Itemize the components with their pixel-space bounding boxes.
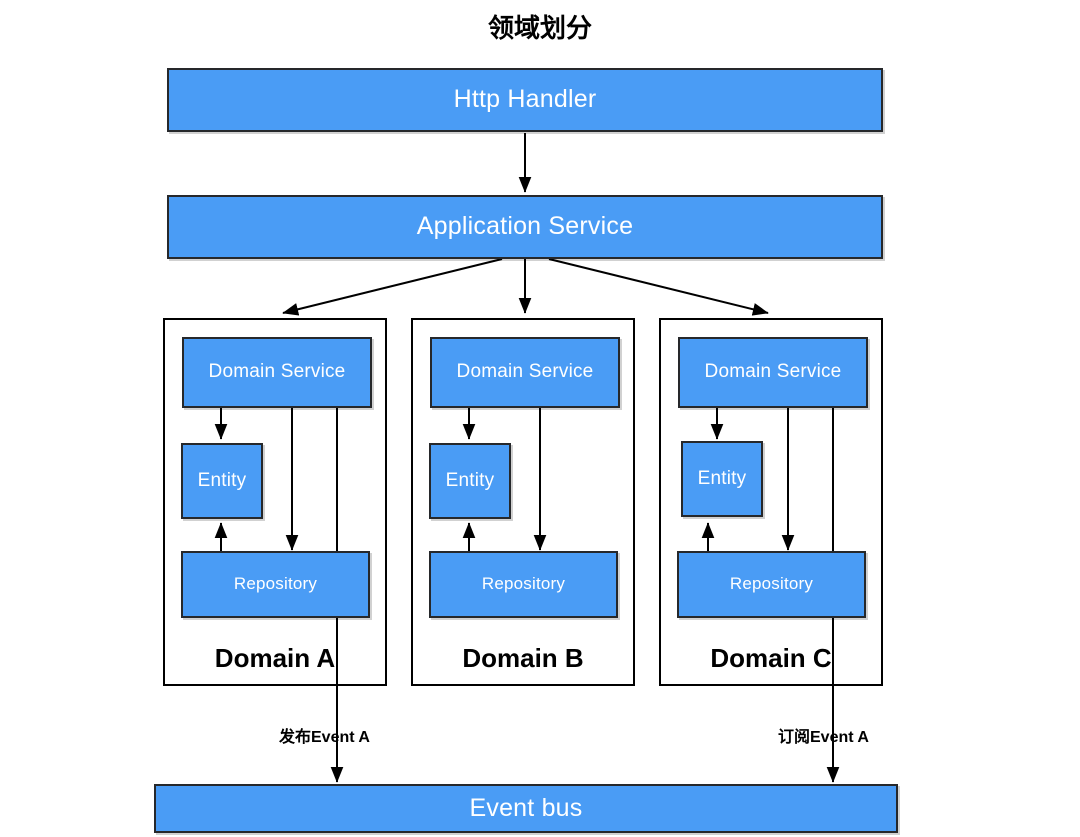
node-domain-a-repository[interactable]: Repository xyxy=(181,551,370,618)
group-domain-a-label: Domain A xyxy=(214,642,336,673)
group-domain-b-label: Domain B xyxy=(462,642,584,673)
node-http-handler[interactable]: Http Handler xyxy=(167,68,883,132)
page-title: 领域划分 xyxy=(487,13,592,43)
group-domain-b[interactable] xyxy=(411,318,635,686)
node-application-service-label: Application Service xyxy=(416,212,634,241)
node-domain-a-entity-label: Entity xyxy=(197,469,247,491)
group-domain-c[interactable] xyxy=(659,318,883,686)
node-application-service[interactable]: Application Service xyxy=(167,195,883,259)
node-domain-c-domain-service-label: Domain Service xyxy=(704,361,842,383)
node-domain-c-entity[interactable]: Entity xyxy=(681,441,763,517)
node-domain-b-repository[interactable]: Repository xyxy=(429,551,618,618)
node-domain-a-domain-service-label: Domain Service xyxy=(208,361,346,383)
node-domain-b-entity[interactable]: Entity xyxy=(429,443,511,519)
node-event-bus-label: Event bus xyxy=(469,793,583,822)
node-domain-a-domain-service[interactable]: Domain Service xyxy=(182,337,372,408)
node-domain-a-entity[interactable]: Entity xyxy=(181,443,263,519)
node-domain-a-repository-label: Repository xyxy=(233,574,318,594)
node-http-handler-label: Http Handler xyxy=(453,85,597,114)
node-domain-b-domain-service-label: Domain Service xyxy=(456,361,594,383)
node-domain-c-repository[interactable]: Repository xyxy=(677,551,866,618)
edge-label-publish-event-a: 发布Event A xyxy=(279,729,370,746)
node-domain-c-repository-label: Repository xyxy=(729,574,814,594)
node-domain-b-entity-label: Entity xyxy=(445,469,495,491)
group-domain-a[interactable] xyxy=(163,318,387,686)
node-domain-c-entity-label: Entity xyxy=(697,467,747,489)
node-event-bus[interactable]: Event bus xyxy=(154,784,898,833)
edge-label-subscribe-event-a: 订阅Event A xyxy=(778,729,869,746)
node-domain-c-domain-service[interactable]: Domain Service xyxy=(678,337,868,408)
node-domain-b-domain-service[interactable]: Domain Service xyxy=(430,337,620,408)
node-domain-b-repository-label: Repository xyxy=(481,574,566,594)
group-domain-c-label: Domain C xyxy=(710,642,832,673)
